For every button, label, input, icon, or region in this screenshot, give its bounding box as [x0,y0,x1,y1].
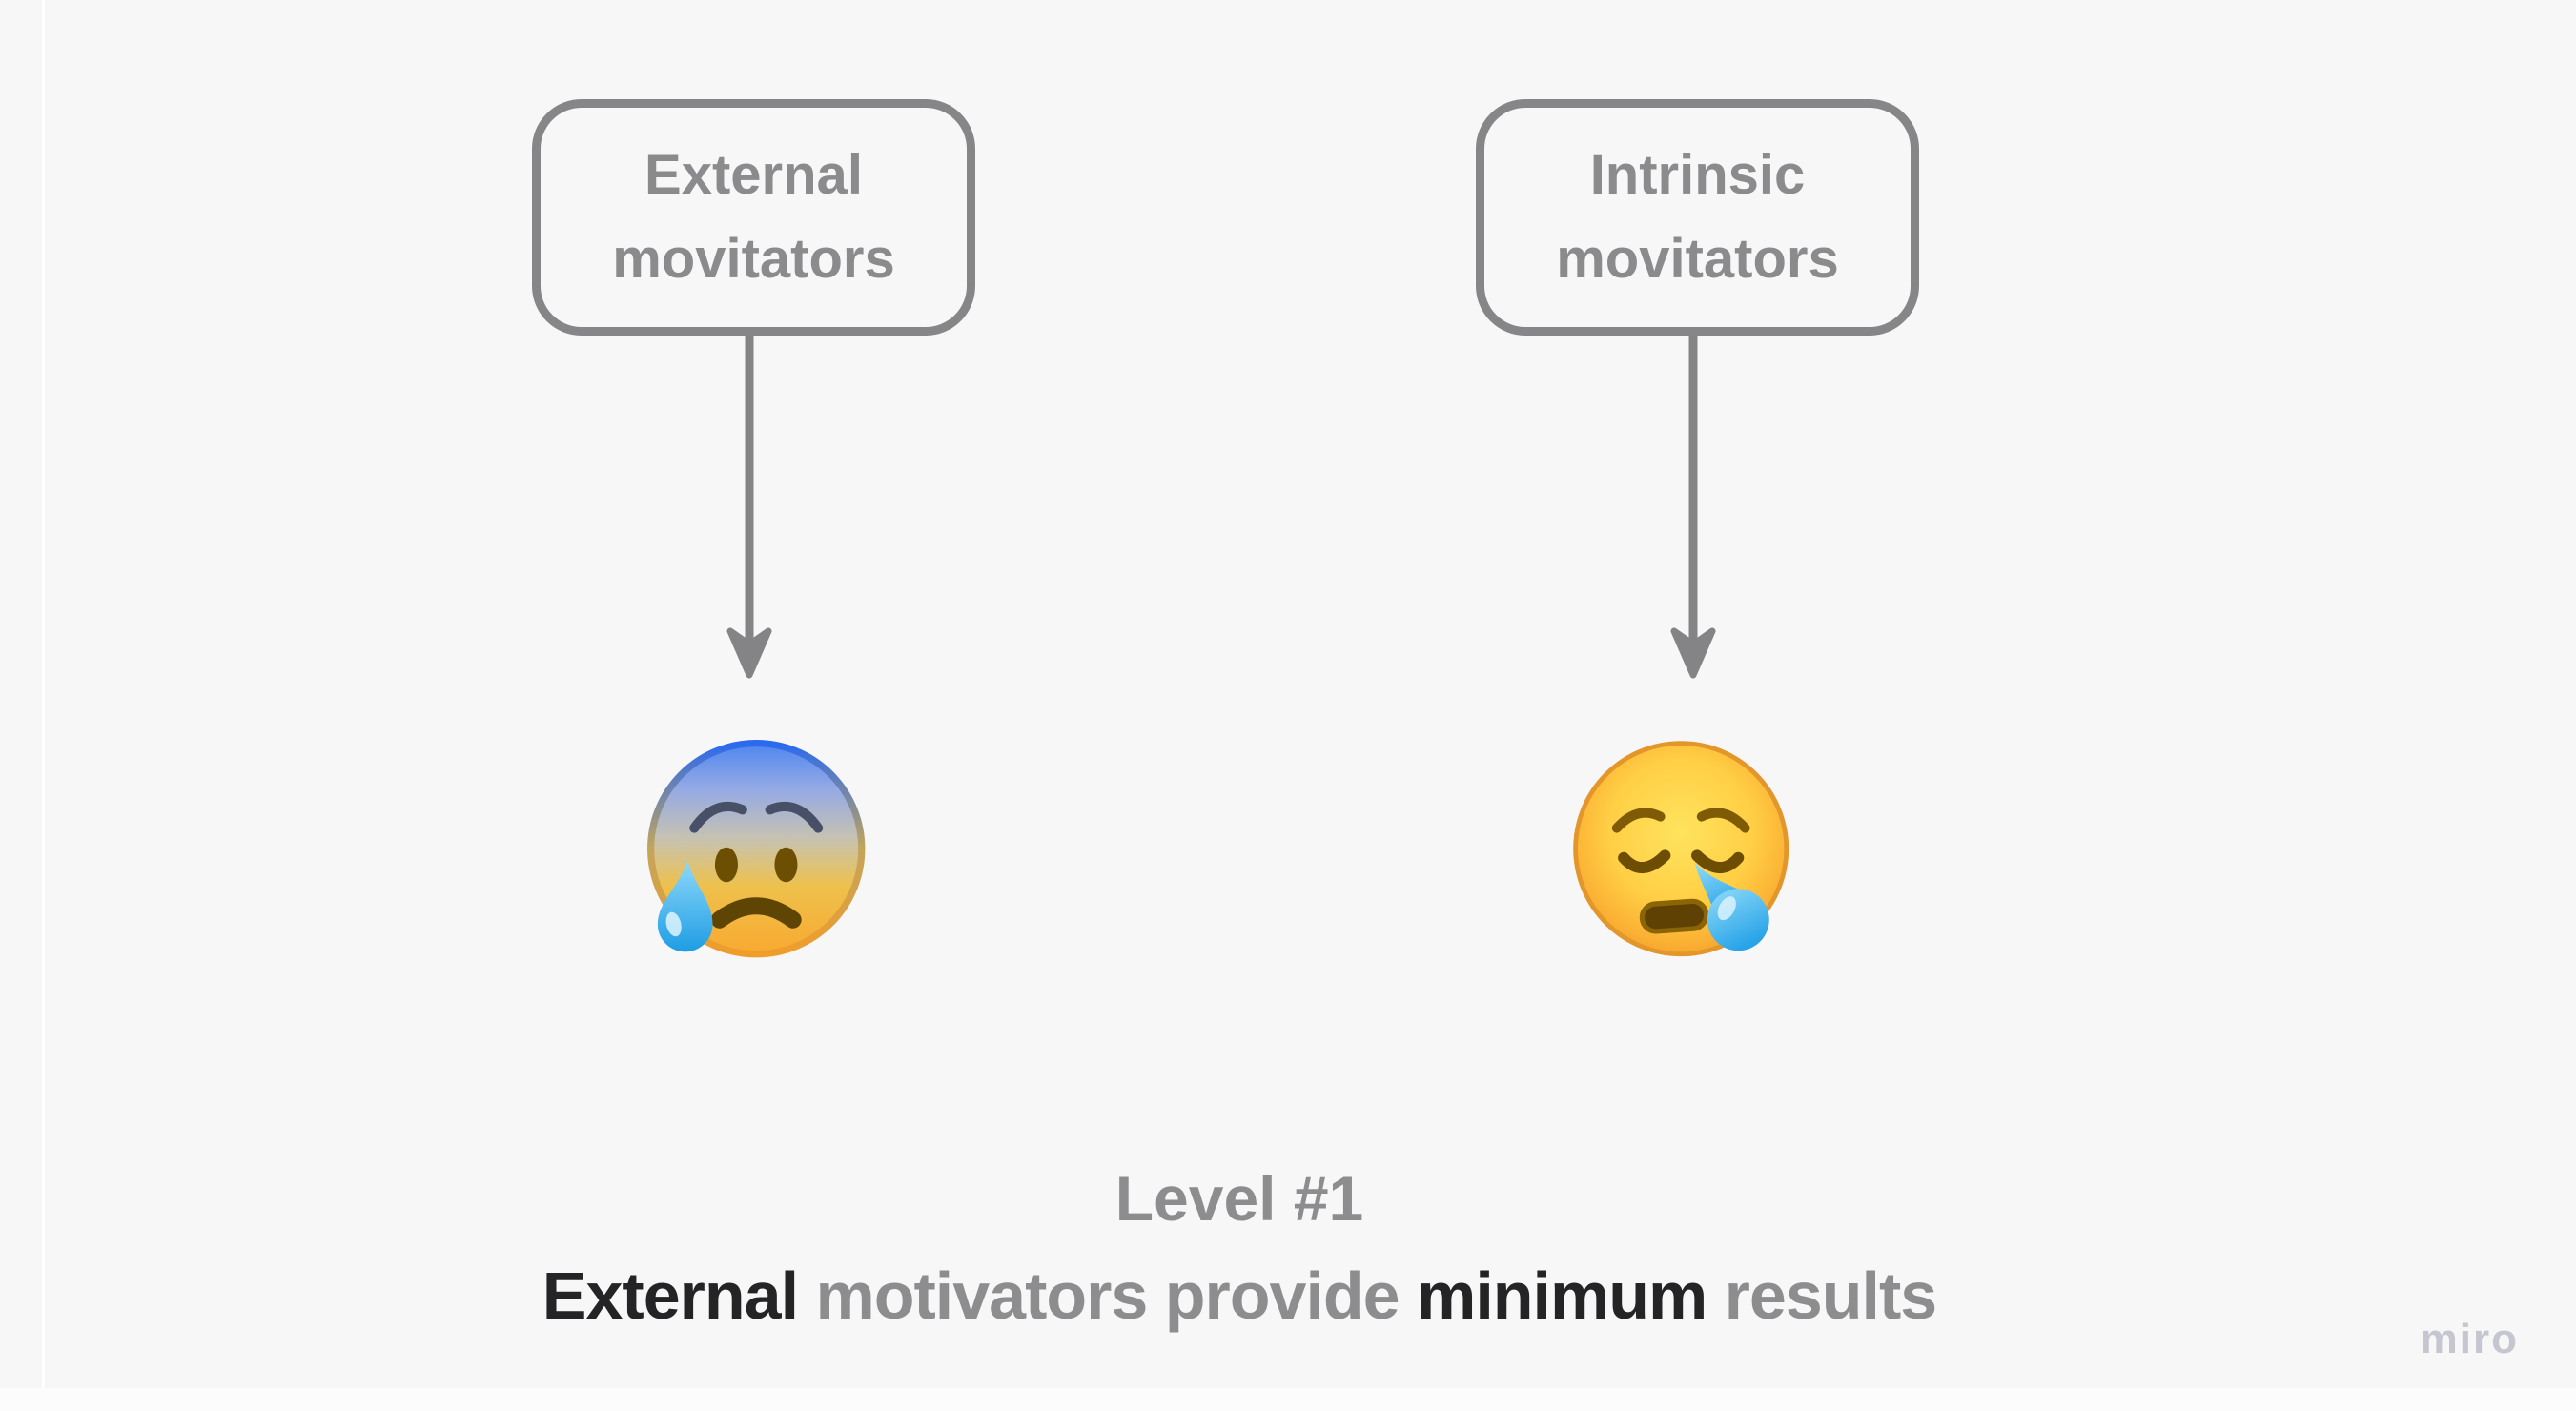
sleepy-face-emoji-graphic [1573,741,1789,957]
caption-segment: results [1707,1258,1938,1333]
arrow-down-icon [1670,336,1716,679]
sleepy-face-emoji-icon[interactable] [1566,734,1805,972]
shape-box-external-motivators[interactable]: External movitators [532,99,975,336]
canvas-edge-divider [42,0,45,1411]
connector-arrow-down-left[interactable] [706,334,792,682]
canvas-bottom-strip [0,1388,2576,1411]
connector-arrow-down-right[interactable] [1650,334,1736,682]
caption-description: External motivators provide minimum resu… [0,1247,2479,1344]
caption-segment: minimum [1417,1258,1707,1333]
caption-segment: motivators provide [798,1258,1418,1333]
caption-level-title: Level #1 [1114,1163,1364,1234]
caption-text-block[interactable]: Level #1 External motivators provide min… [0,1150,2479,1344]
arrow-down-icon [726,336,772,679]
anxious-face-with-sweat-emoji-graphic [647,740,866,958]
miro-watermark: miro [2420,1316,2519,1362]
shape-box-intrinsic-motivators[interactable]: Intrinsic movitators [1476,99,1919,336]
shape-box-label: External movitators [612,144,895,290]
shape-box-label: Intrinsic movitators [1556,144,1839,290]
anxious-face-with-sweat-emoji-icon[interactable] [630,734,869,972]
caption-segment: External [542,1258,799,1333]
